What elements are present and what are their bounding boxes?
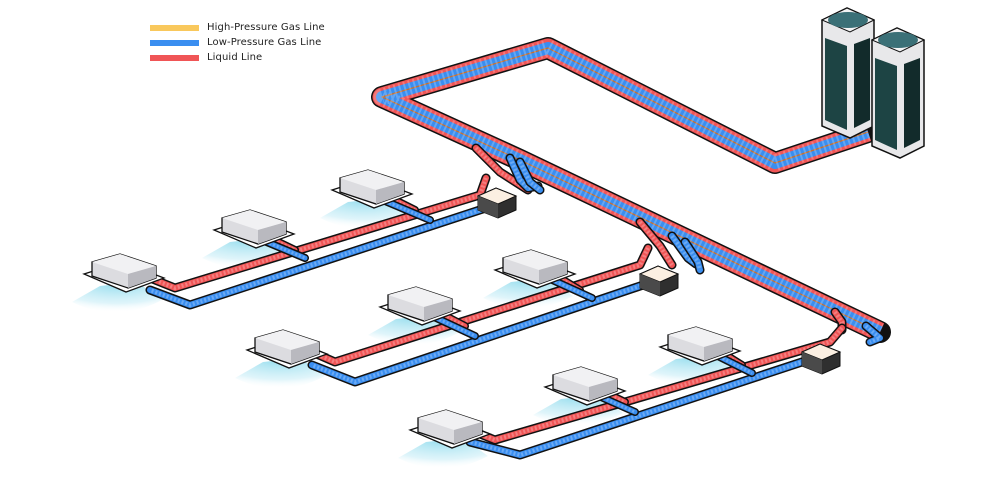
indoor-unit-side <box>424 299 452 321</box>
airflow-icon <box>368 315 458 346</box>
pipe-body <box>467 325 845 443</box>
branch-controller-2 <box>638 265 680 297</box>
pipe-body <box>467 357 811 458</box>
indoor-unit-b1-1 <box>82 253 166 293</box>
legend: High-Pressure Gas Line Low-Pressure Gas … <box>150 20 325 65</box>
legend-label: High-Pressure Gas Line <box>207 22 325 33</box>
pipe-body <box>147 175 489 291</box>
airflow-icon <box>72 282 162 313</box>
legend-label: Liquid Line <box>207 52 263 63</box>
indoor-unit-top <box>222 210 286 230</box>
indoor-unit-side <box>128 266 156 288</box>
indoor-unit-b2-2 <box>378 286 462 326</box>
indoor-unit-b3-3 <box>658 326 742 366</box>
indoor-unit-top <box>503 250 567 270</box>
indoor-unit-top <box>388 287 452 307</box>
branch-controller-1 <box>476 187 518 219</box>
outdoor-unit-panel-front <box>875 58 897 150</box>
outdoor-unit-panel-side <box>854 38 870 128</box>
trunk-texture <box>373 39 884 340</box>
indoor-unit-side <box>589 379 617 401</box>
indoor-unit-top <box>255 330 319 350</box>
pipe-body <box>309 279 655 385</box>
pipe-texture <box>149 177 488 290</box>
legend-swatch-liquid <box>150 54 199 61</box>
indoor-unit-top <box>92 254 156 274</box>
legend-item-high-pressure-gas: High-Pressure Gas Line <box>150 20 325 35</box>
legend-label: Low-Pressure Gas Line <box>207 37 322 48</box>
legend-item-low-pressure-gas: Low-Pressure Gas Line <box>150 35 325 50</box>
fan-icon <box>878 32 918 48</box>
outdoor-unit-panel-front <box>825 38 847 130</box>
indoor-unit-side <box>291 342 319 364</box>
branch2-drop-liquid <box>635 217 677 270</box>
indoor-unit-top <box>418 410 482 430</box>
pipe-body <box>682 239 703 273</box>
legend-item-liquid: Liquid Line <box>150 50 325 65</box>
branch3-gas-line <box>465 355 813 460</box>
outdoor-unit-panel-side <box>904 58 920 148</box>
branch1-drop-gas-b <box>515 157 545 195</box>
indoor-unit-side <box>539 262 567 284</box>
main-trunk <box>371 37 891 343</box>
pipe-texture <box>469 358 809 457</box>
pipe-body <box>637 219 675 268</box>
airflow-icon <box>235 358 325 389</box>
indoor-unit-side <box>704 339 732 361</box>
branch2-drop-gas-b <box>680 237 705 275</box>
branch2-liquid-line <box>307 243 653 367</box>
branch-box-front <box>640 274 660 296</box>
branch2-gas-line <box>307 277 657 387</box>
pipe-texture <box>711 351 753 375</box>
branch-box-top <box>476 187 518 205</box>
fan-icon <box>828 12 868 28</box>
pipe-body <box>863 323 883 345</box>
outdoor-unit-1 <box>820 7 876 139</box>
airflow-icon <box>483 278 573 309</box>
indoor-unit-side <box>454 422 482 444</box>
pipe-body <box>147 202 498 308</box>
indoor-unit-side <box>376 182 404 204</box>
branch-box-front <box>478 196 498 218</box>
pipe-body <box>309 245 651 365</box>
trunk-stripe <box>381 47 881 333</box>
pipe-texture <box>469 326 844 442</box>
indoor-unit-side <box>258 222 286 244</box>
pipe-texture <box>149 203 496 307</box>
legend-swatch-high-pressure-gas <box>150 24 199 31</box>
branch3-liquid-line <box>465 323 847 445</box>
pipe-outline <box>465 323 847 445</box>
airflow-icon <box>398 438 488 469</box>
branch-box-front <box>802 352 822 374</box>
branch3-drop-gas <box>861 321 885 347</box>
pipe-texture <box>311 280 653 384</box>
branch1-gas-line <box>145 200 500 310</box>
indoor-unit-b1-2 <box>212 209 296 249</box>
indoor-unit-b2-1 <box>245 329 329 369</box>
pipe-outline <box>145 173 491 293</box>
branch1-liquid-line <box>145 173 491 293</box>
indoor-unit-top <box>340 170 404 190</box>
indoor-unit-b3-1 <box>408 409 492 449</box>
indoor-unit-b2-3 <box>493 249 577 289</box>
legend-swatch-low-pressure-gas <box>150 39 199 46</box>
outdoor-unit-2 <box>870 27 926 159</box>
indoor-unit-top <box>553 367 617 387</box>
pipe-texture <box>864 324 882 344</box>
indoor-unit-b1-3 <box>330 169 414 209</box>
indoor-unit-top <box>668 327 732 347</box>
branch-controller-3 <box>800 343 842 375</box>
unit-layer <box>82 7 926 449</box>
pipe-body <box>517 159 543 193</box>
indoor-unit-b3-2 <box>543 366 627 406</box>
pipe-texture <box>683 240 702 271</box>
pipe-texture <box>311 247 650 364</box>
